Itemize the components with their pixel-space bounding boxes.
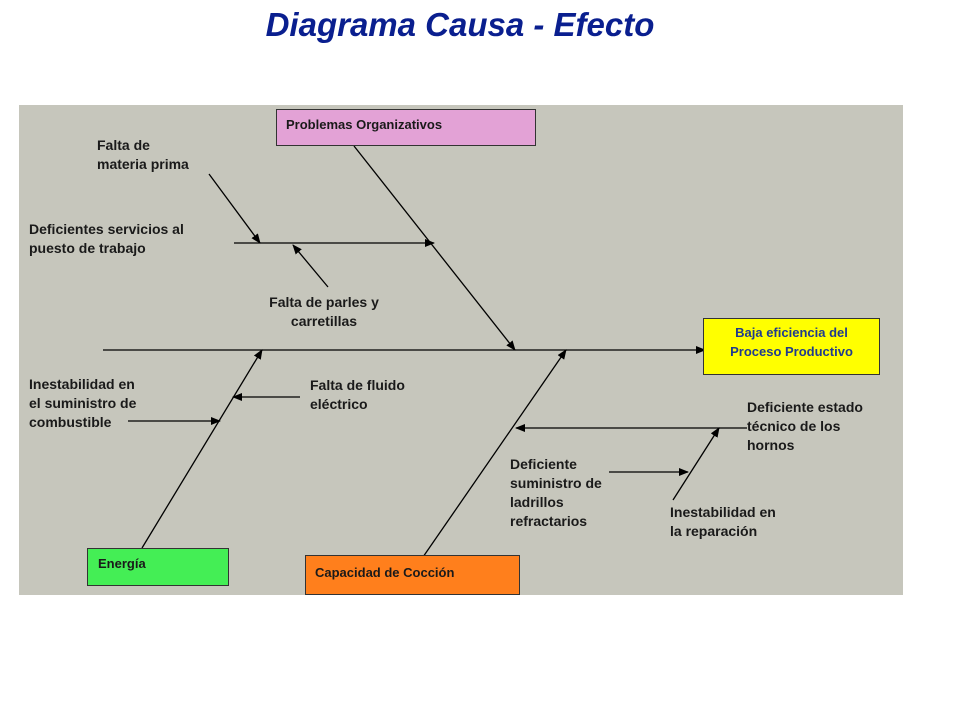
energia-branch-arrow (141, 349, 263, 549)
cause-hornos: Deficiente estado técnico de los hornos (747, 399, 863, 453)
cause-parles: Falta de parles y carretillas (269, 294, 379, 329)
parles-arrow (292, 244, 329, 288)
cause-reparacion: Inestabilidad en la reparación (670, 504, 776, 539)
category-box-organizativos: Problemas Organizativos (276, 109, 536, 146)
cause-materia-prima: Falta de materia prima (97, 137, 189, 172)
coccion-branch-arrow (422, 349, 567, 558)
diagram-title: Diagrama Causa - Efecto (265, 6, 655, 43)
cause-combustible: Inestabilidad en el suministro de combus… (29, 376, 137, 430)
cause-fluido: Falta de fluido eléctrico (310, 377, 405, 412)
reparacion-arrow (672, 427, 720, 501)
category-box-energia: Energía (87, 548, 229, 586)
materia-prima-arrow (208, 173, 261, 244)
organizativos-branch-arrow (353, 145, 516, 351)
cause-ladrillos: Deficiente suministro de ladrillos refra… (510, 456, 602, 529)
category-box-coccion: Capacidad de Cocción (305, 555, 520, 595)
cause-servicios: Deficientes servicios al puesto de traba… (29, 221, 184, 256)
effect-box: Baja eficiencia del Proceso Productivo (703, 318, 880, 375)
